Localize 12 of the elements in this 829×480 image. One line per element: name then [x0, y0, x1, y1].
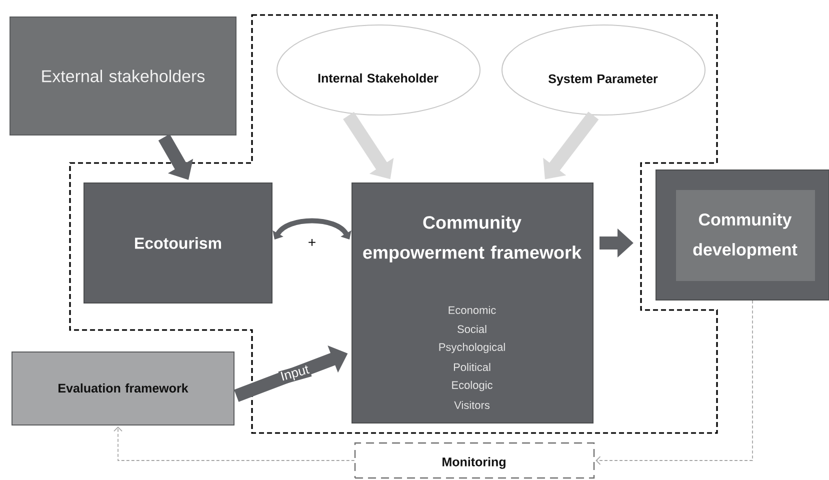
framework-box: Community empowerment framework Economic Social Psychological Political Ecologic Visitors	[352, 182, 594, 424]
arrow	[114, 426, 355, 461]
edge-label: +	[306, 238, 318, 248]
edge-label: Input	[278, 363, 312, 385]
process-box: Ecotourism	[84, 182, 272, 304]
stakeholder-box: External stakeholders	[10, 16, 236, 136]
process-box: Evaluation framework	[12, 352, 234, 426]
thought-bubble: System Parameter	[502, 24, 706, 116]
arrow	[596, 300, 753, 465]
thought-bubble: Internal Stakeholder	[276, 24, 480, 116]
process-box: Monitoring	[354, 442, 595, 479]
outcome-box: Community development	[656, 170, 829, 300]
